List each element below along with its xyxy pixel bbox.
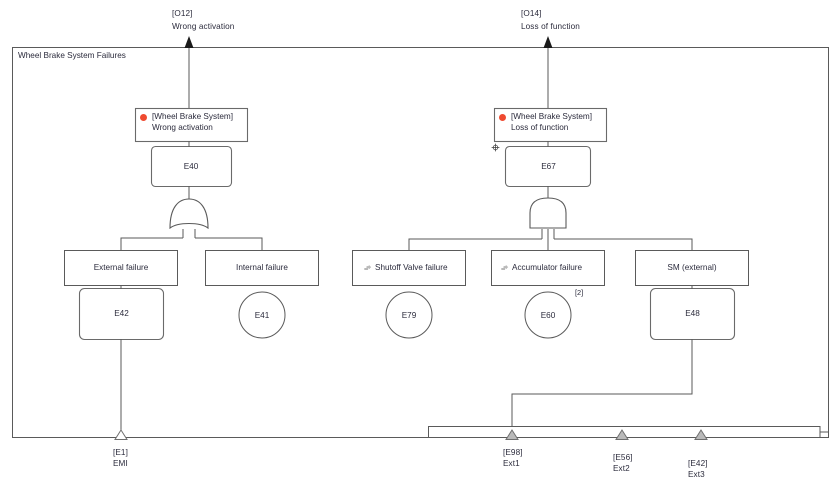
node-circle-e60 — [524, 291, 572, 339]
event-box-accumulator-failure — [491, 250, 605, 286]
node-label-e41[interactable]: E41 — [254, 311, 270, 320]
event-label-sm-external: SM (external) — [667, 263, 717, 272]
output-arrow-o14 — [543, 36, 553, 48]
port-label-e56-text: Ext2 — [613, 464, 630, 473]
event-box-sm-external — [635, 250, 749, 286]
filled-triangle-icon-e98 — [505, 429, 519, 440]
event-box-external-failure — [64, 250, 178, 286]
component-icon-shutoff-valve — [364, 264, 372, 270]
event-title-wrong-activation-line2: Wrong activation — [152, 123, 213, 132]
system-boundary-frame — [12, 47, 829, 438]
port-label-e98-id: [E98] — [503, 448, 523, 457]
node-box-e40 — [150, 145, 233, 188]
port-label-e1-id: [E1] — [113, 448, 128, 457]
event-title-loss-of-function-line1: [Wheel Brake System] — [511, 112, 592, 121]
filled-triangle-icon-e42 — [694, 429, 708, 440]
filled-triangle-icon-e56 — [615, 429, 629, 440]
external-interface-bar — [428, 426, 821, 438]
event-title-wrong-activation-line1: [Wheel Brake System] — [152, 112, 233, 121]
output-arrow-o12 — [184, 36, 194, 48]
node-label-e42[interactable]: E42 — [114, 309, 129, 318]
event-box-loss-of-function — [493, 107, 608, 143]
and-gate-e67 — [529, 197, 567, 229]
or-gate-e40 — [169, 198, 209, 230]
node-label-e48[interactable]: E48 — [685, 309, 700, 318]
event-label-accumulator-failure: Accumulator failure — [512, 263, 583, 272]
event-box-internal-failure — [205, 250, 319, 286]
event-box-shutoff-valve-failure — [352, 250, 466, 286]
system-boundary-title: Wheel Brake System Failures — [18, 51, 126, 60]
event-label-internal-failure: Internal failure — [236, 263, 288, 272]
port-label-e56-id: [E56] — [613, 453, 633, 462]
output-label-o12-id: [O12] — [172, 9, 193, 18]
port-label-e42-id: [E42] — [688, 459, 708, 468]
output-label-o14-id: [O14] — [521, 9, 542, 18]
node-label-e60[interactable]: E60 — [540, 311, 556, 320]
output-label-o12-text: Wrong activation — [172, 22, 235, 31]
output-label-o14-text: Loss of function — [521, 22, 580, 31]
node-label-e40[interactable]: E40 — [183, 162, 199, 171]
event-label-external-failure: External failure — [93, 263, 149, 272]
node-label-e67[interactable]: E67 — [541, 162, 556, 171]
red-dot-icon-loss-of-function — [499, 114, 506, 121]
event-box-wrong-activation — [134, 107, 249, 143]
node-circle-e41 — [238, 291, 286, 339]
component-icon-accumulator — [501, 264, 509, 270]
node-label-e79[interactable]: E79 — [401, 311, 417, 320]
event-title-loss-of-function-line2: Loss of function — [511, 123, 569, 132]
red-dot-icon-wrong-activation — [140, 114, 147, 121]
event-label-shutoff-valve-failure: Shutoff Valve failure — [375, 263, 448, 272]
multiplicity-badge-accumulator: [2] — [575, 288, 584, 297]
port-label-e1-text: EMI — [113, 459, 128, 468]
node-circle-e79 — [385, 291, 433, 339]
port-label-e42-text: Ext3 — [688, 470, 705, 479]
port-label-e98-text: Ext1 — [503, 459, 520, 468]
hollow-triangle-icon-e1 — [114, 429, 128, 440]
crosshair-icon[interactable] — [491, 143, 500, 152]
